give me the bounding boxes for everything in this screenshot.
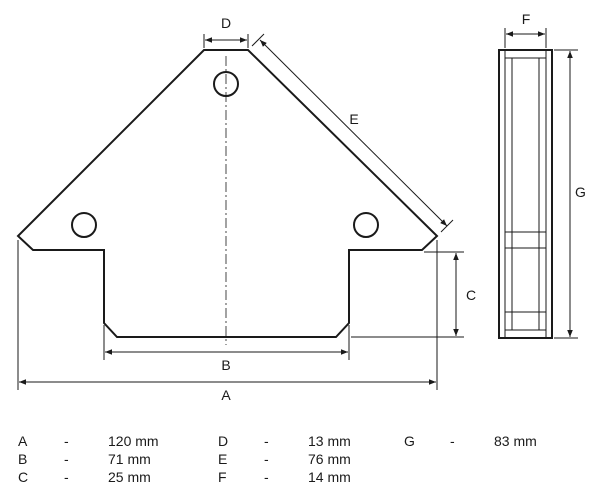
side-view <box>498 49 553 339</box>
dimension-e: E <box>251 33 454 233</box>
dimension-c: C <box>351 251 476 338</box>
label-d: D <box>221 15 231 31</box>
spec-value: 120 mm <box>108 433 159 449</box>
spec-key: C <box>18 469 29 485</box>
mounting-hole-right <box>353 212 379 238</box>
spec-key: F <box>218 469 227 485</box>
spec-value: 83 mm <box>494 433 537 449</box>
dimension-g: G <box>554 49 586 339</box>
spec-value: 76 mm <box>308 451 351 467</box>
spec-value: 13 mm <box>308 433 351 449</box>
label-e: E <box>349 111 358 127</box>
label-f: F <box>522 11 531 27</box>
label-g: G <box>575 184 586 200</box>
spec-key: G <box>404 433 415 449</box>
spec-key: A <box>18 433 28 449</box>
spec-sep: - <box>64 469 69 485</box>
spec-sep: - <box>264 433 269 449</box>
label-c: C <box>466 287 476 303</box>
dimension-spec-list: A - 120 mm B - 71 mm C - 25 mm D - 13 mm… <box>0 430 600 500</box>
spec-value: 71 mm <box>108 451 151 467</box>
spec-sep: - <box>64 433 69 449</box>
dimension-a: A <box>17 240 438 403</box>
spec-key: B <box>18 451 28 467</box>
spec-sep: - <box>450 433 455 449</box>
spec-sep: - <box>64 451 69 467</box>
spec-key: E <box>218 451 228 467</box>
spec-sep: - <box>264 469 269 485</box>
label-b: B <box>221 357 230 373</box>
spec-key: D <box>218 433 229 449</box>
spec-value: 14 mm <box>308 469 351 485</box>
dimension-d: D <box>203 15 249 48</box>
dimension-b: B <box>103 325 350 373</box>
mounting-hole-left <box>71 212 97 238</box>
label-a: A <box>221 387 231 403</box>
spec-sep: - <box>264 451 269 467</box>
technical-drawing: D E C B A <box>16 11 586 403</box>
dimension-f: F <box>504 11 547 48</box>
spec-value: 25 mm <box>108 469 151 485</box>
magnet-outline <box>16 49 439 338</box>
